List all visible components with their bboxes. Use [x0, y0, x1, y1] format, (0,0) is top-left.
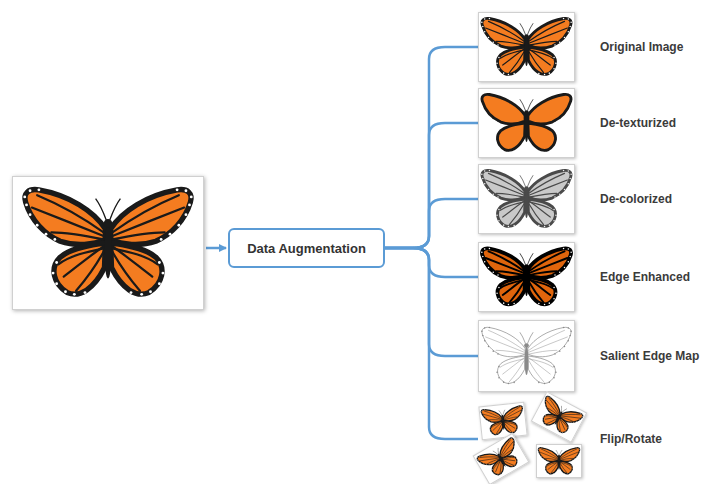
thumbnail-frame [536, 444, 582, 478]
item-label: Edge Enhanced [600, 270, 690, 284]
input-image [12, 176, 204, 310]
augmentation-item: De-colorized [478, 164, 714, 234]
butterfly-illustration [479, 165, 574, 233]
bracket-connector [385, 199, 478, 248]
butterfly-illustration [479, 403, 526, 439]
butterfly-illustration [474, 434, 528, 484]
thumbnail-frame [478, 164, 575, 234]
butterfly-illustration [479, 243, 574, 311]
bracket-connector [385, 248, 478, 439]
butterfly-illustration [479, 89, 574, 157]
thumbnail-frame [478, 242, 575, 312]
thumbnail-frame [478, 320, 575, 392]
item-label: Flip/Rotate [600, 432, 662, 446]
butterfly-illustration [532, 393, 586, 442]
thumbnail-frame [478, 88, 575, 158]
butterfly-illustration [479, 321, 574, 391]
augmentation-item: Flip/Rotate [478, 398, 714, 480]
thumbnail-frame [531, 391, 588, 443]
process-box: Data Augmentation [228, 228, 385, 268]
butterfly-illustration [479, 13, 574, 81]
item-label: De-colorized [600, 192, 672, 206]
bracket-connector [385, 248, 478, 356]
bracket-connector [385, 47, 478, 248]
thumbnail-frame [473, 433, 530, 484]
item-label: De-texturized [600, 116, 676, 130]
item-label: Salient Edge Map [600, 349, 699, 363]
thumbnail-frame [478, 402, 527, 441]
arrow-line [206, 247, 226, 250]
box-label: Data Augmentation [247, 241, 366, 256]
butterfly-illustration [537, 445, 581, 477]
augmentation-item: Original Image [478, 12, 714, 82]
augmentation-item: Salient Edge Map [478, 320, 714, 392]
augmentation-item: De-texturized [478, 88, 714, 158]
bracket-connector [385, 123, 478, 248]
item-label: Original Image [600, 40, 683, 54]
thumbnail-frame [478, 12, 575, 82]
bracket-connector [385, 248, 478, 277]
butterfly-illustration [17, 181, 199, 305]
augmentation-item: Edge Enhanced [478, 242, 714, 312]
